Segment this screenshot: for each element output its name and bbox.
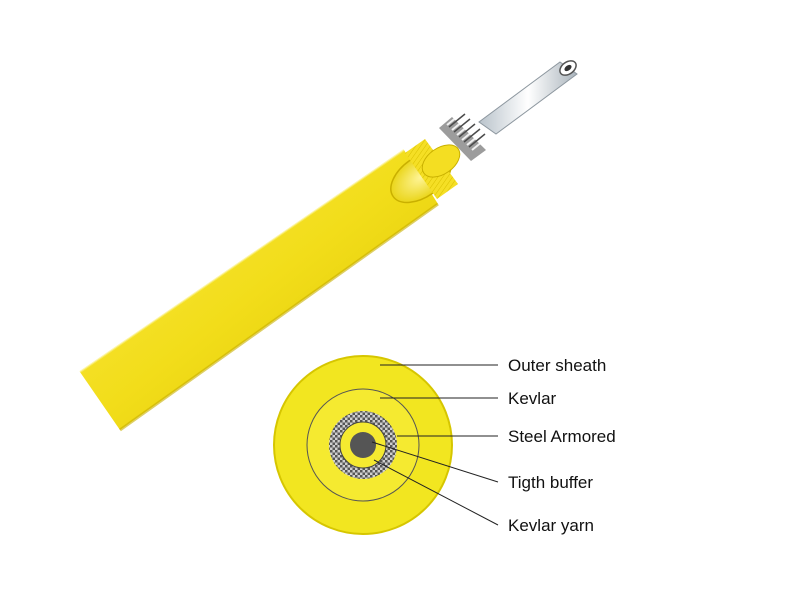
label-steel-armored: Steel Armored [508,427,616,446]
leader-kevlar-yarn [373,459,499,526]
tight-buffer-tube [478,60,578,135]
label-tight-buffer: Tigth buffer [508,473,593,492]
label-outer-sheath: Outer sheath [508,356,606,375]
leader-tight-buffer [371,441,499,483]
cross-section [273,355,453,535]
leader-lines [371,364,499,526]
outer-sheath-body [79,149,439,432]
label-kevlar-yarn: Kevlar yarn [508,516,594,535]
kevlar-layer [405,139,461,199]
label-kevlar: Kevlar [508,389,557,408]
steel-armor-spiral [439,111,489,161]
cross-section-tight-buffer [350,432,376,458]
